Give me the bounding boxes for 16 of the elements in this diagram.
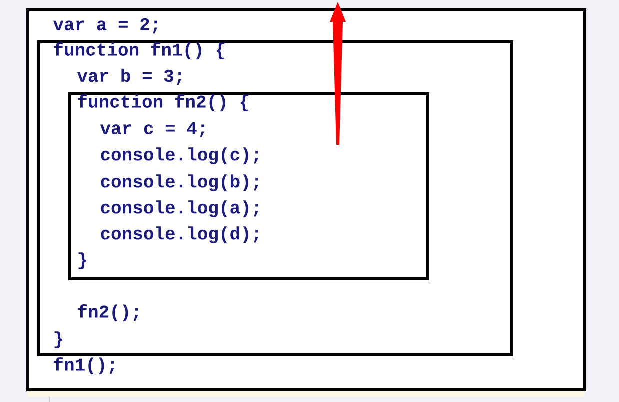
code-line: console.log(a);: [101, 200, 259, 218]
code-line: var c = 4;: [100, 122, 205, 138]
scope-box: [38, 40, 514, 356]
code-line: console.log(b);: [101, 174, 259, 192]
code-line: var b = 3;: [77, 68, 182, 86]
code-line: fn1();: [54, 357, 114, 375]
scope-box: [68, 92, 430, 280]
code-line: fn2();: [78, 304, 138, 322]
code-line: console.log(c);: [101, 148, 259, 164]
code-line: }: [78, 252, 86, 270]
scope-box: [26, 8, 586, 392]
code-line: function fn2() {: [78, 94, 248, 112]
code-line: var a = 2;: [53, 18, 158, 34]
code-line: console.log(d);: [101, 226, 259, 244]
code-line: }: [54, 332, 62, 348]
code-line: function fn1() {: [54, 42, 224, 60]
